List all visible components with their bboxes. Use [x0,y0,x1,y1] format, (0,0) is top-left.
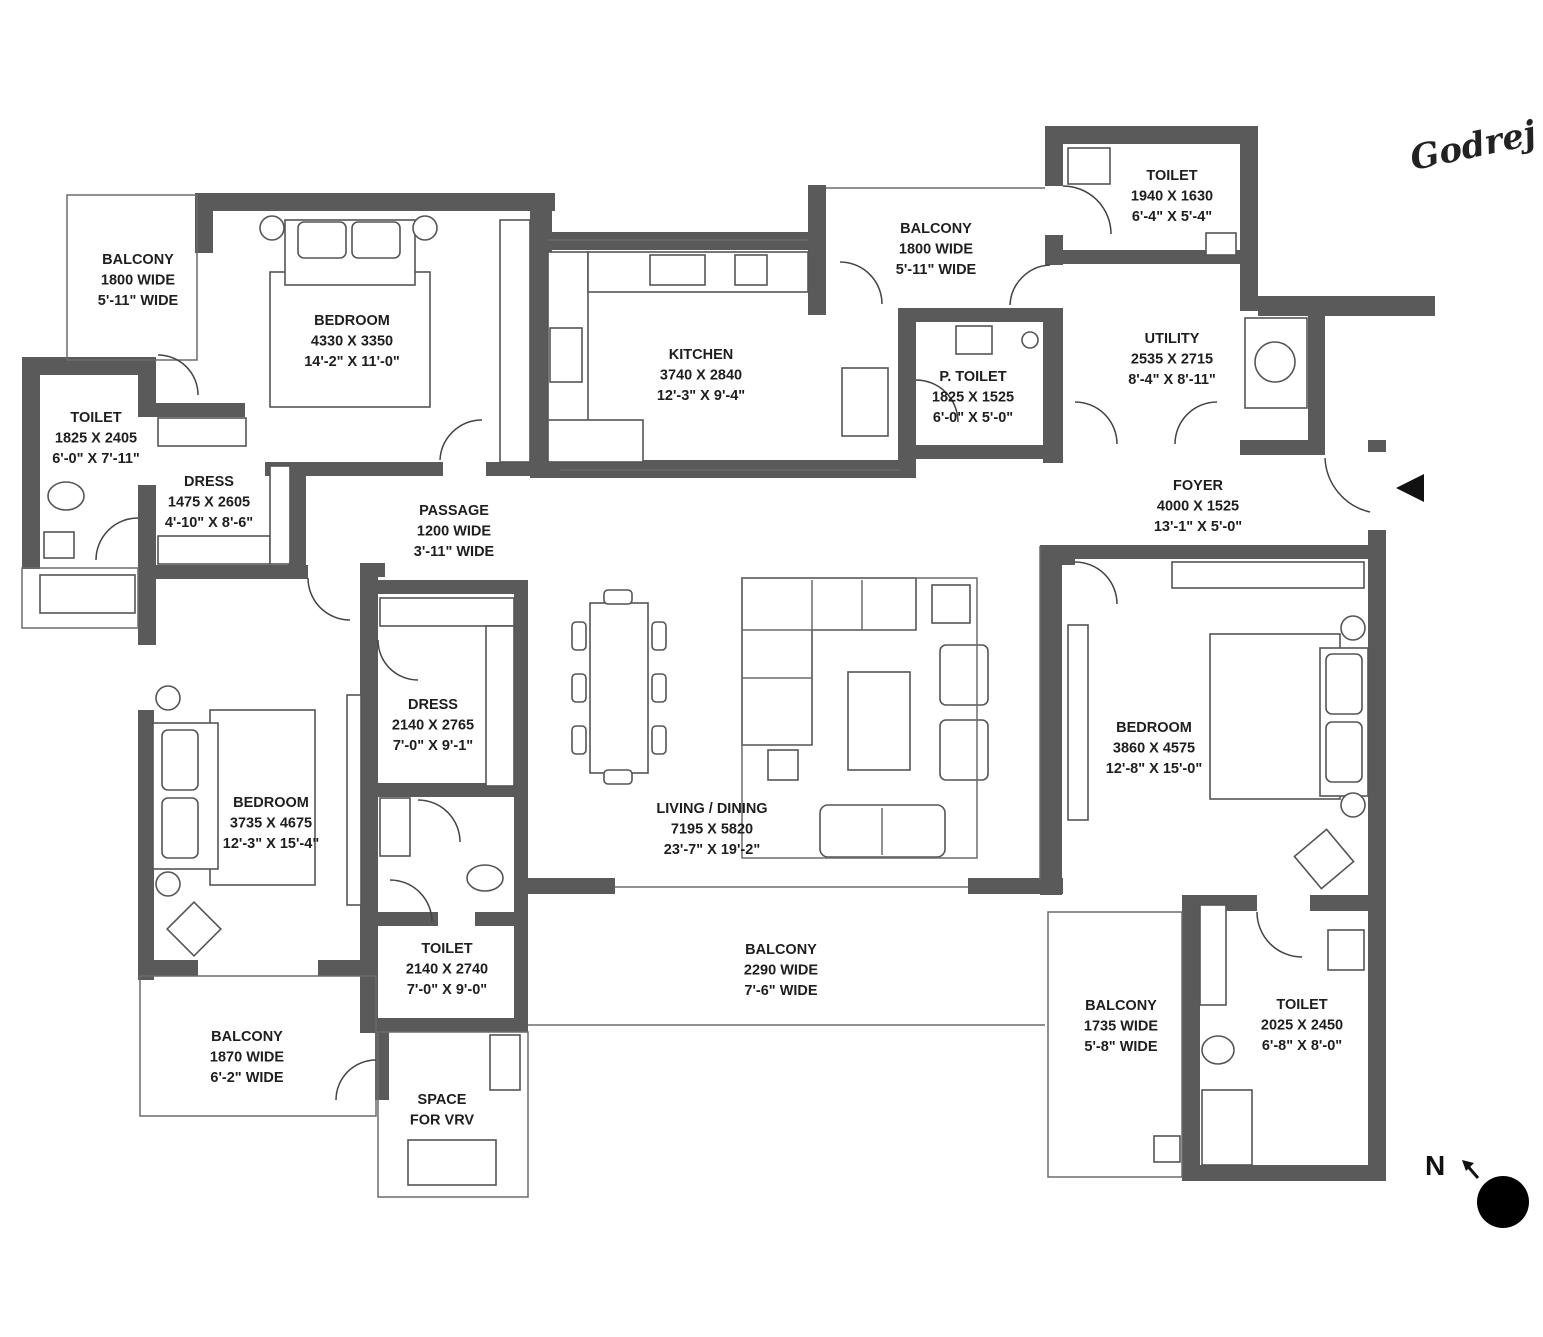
room-label-line: TOILET [421,941,472,957]
room-label-vrv: SPACE FOR VRV [410,1092,475,1129]
room-label-line: DRESS [184,474,234,490]
entrance-arrow-icon [1396,474,1424,502]
room-label-p-toilet: P. TOILET 1825 X 1525 6'-0" X 5'-0" [932,369,1014,426]
room-label-line: BALCONY [211,1029,283,1045]
room-label-line: 7195 X 5820 [671,822,753,838]
room-label-line: TOILET [70,410,121,426]
north-dot-icon [1477,1176,1529,1228]
room-label-line: 1870 WIDE [210,1050,284,1066]
room-label-balcony-se: BALCONY 1735 WIDE 5'-8" WIDE [1084,998,1158,1055]
room-label-line: 3740 X 2840 [660,368,742,384]
room-label-line: 5'-11" WIDE [98,293,179,309]
room-label-balcony-s: BALCONY 2290 WIDE 7'-6" WIDE [744,942,818,999]
room-label-line: FOYER [1173,478,1223,494]
room-label-line: 2140 X 2740 [406,962,488,978]
room-label-line: SPACE [418,1092,467,1108]
room-label-line: 3860 X 4575 [1113,741,1195,757]
room-label-line: BALCONY [745,942,817,958]
north-label: N [1425,1150,1445,1181]
room-label-line: 4'-10" X 8'-6" [165,515,253,531]
room-label-passage: PASSAGE 1200 WIDE 3'-11" WIDE [414,503,495,560]
room-label-line: 7'-0" X 9'-0" [407,982,487,998]
room-label-line: 6'-2" WIDE [210,1070,283,1086]
room-label-line: 1800 WIDE [899,242,973,258]
room-label-line: 3735 X 4675 [230,816,312,832]
room-label-line: 6'-0" X 7'-11" [52,451,140,467]
room-label-line: 7'-6" WIDE [744,983,817,999]
room-label-line: BALCONY [900,221,972,237]
room-label-line: 12'-3" X 9'-4" [657,388,745,404]
room-label-bedroom-sw: BEDROOM 3735 X 4675 12'-3" X 15'-4" [223,795,319,852]
room-label-line: UTILITY [1145,331,1200,347]
north-indicator: N [1425,1150,1529,1228]
room-label-line: PASSAGE [419,503,489,519]
room-label-line: 2535 X 2715 [1131,352,1213,368]
room-label-foyer: FOYER 4000 X 1525 13'-1" X 5'-0" [1154,478,1242,535]
room-label-line: BEDROOM [233,795,309,811]
room-label-utility: UTILITY 2535 X 2715 8'-4" X 8'-11" [1128,331,1216,388]
balcony-railings [21,187,1183,1198]
north-arrow-icon [1462,1160,1474,1171]
room-label-line: 6'-0" X 5'-0" [933,410,1013,426]
room-label-line: 1825 X 1525 [932,390,1014,406]
room-label-line: 1735 WIDE [1084,1019,1158,1035]
room-label-line: 12'-8" X 15'-0" [1106,761,1202,777]
room-label-line: FOR VRV [410,1113,475,1129]
brand-logo: Godrej [1407,113,1541,179]
room-label-line: BALCONY [1085,998,1157,1014]
room-label-line: 1200 WIDE [417,524,491,540]
room-label-line: 6'-8" X 8'-0" [1262,1038,1342,1054]
room-label-line: 3'-11" WIDE [414,544,495,560]
room-label-line: 13'-1" X 5'-0" [1154,519,1242,535]
room-label-line: 5'-8" WIDE [1084,1039,1157,1055]
room-label-balcony-sw: BALCONY 1870 WIDE 6'-2" WIDE [210,1029,284,1086]
room-label-bedroom-nw: BEDROOM 4330 X 3350 14'-2" X 11'-0" [304,313,400,370]
room-label-line: 23'-7" X 19'-2" [664,842,760,858]
room-label-toilet-c: TOILET 2140 X 2740 7'-0" X 9'-0" [406,941,488,998]
room-label-kitchen: KITCHEN 3740 X 2840 12'-3" X 9'-4" [657,347,745,404]
room-label-line: 1940 X 1630 [1131,189,1213,205]
room-label-line: 2290 WIDE [744,963,818,979]
room-label-line: 2025 X 2450 [1261,1018,1343,1034]
room-label-line: 4000 X 1525 [1157,499,1239,515]
room-label-line: 2140 X 2765 [392,718,474,734]
room-label-line: DRESS [408,697,458,713]
doors [95,185,1371,1101]
room-label-line: P. TOILET [939,369,1006,385]
room-label-line: 1825 X 2405 [55,431,137,447]
room-label-line: 1475 X 2605 [168,495,250,511]
room-label-line: 5'-11" WIDE [896,262,977,278]
walls [22,126,1435,1181]
room-label-dress-w: DRESS 1475 X 2605 4'-10" X 8'-6" [165,474,253,531]
room-label-line: TOILET [1276,997,1327,1013]
furniture [39,147,1369,1186]
room-label-dress-c: DRESS 2140 X 2765 7'-0" X 9'-1" [392,697,474,754]
room-label-line: 7'-0" X 9'-1" [393,738,473,754]
room-label-balcony-nw: BALCONY 1800 WIDE 5'-11" WIDE [98,252,179,309]
room-label-line: 8'-4" X 8'-11" [1128,372,1216,388]
room-label-toilet-w: TOILET 1825 X 2405 6'-0" X 7'-11" [52,410,140,467]
room-label-living-dining: LIVING / DINING 7195 X 5820 23'-7" X 19'-2… [656,801,767,858]
room-label-balcony-n: BALCONY 1800 WIDE 5'-11" WIDE [896,221,977,278]
room-label-line: 1800 WIDE [101,273,175,289]
room-label-line: BEDROOM [314,313,390,329]
room-label-line: LIVING / DINING [656,801,767,817]
room-label-line: KITCHEN [669,347,733,363]
room-label-line: BALCONY [102,252,174,268]
room-label-bedroom-e: BEDROOM 3860 X 4575 12'-8" X 15'-0" [1106,720,1202,777]
room-label-line: TOILET [1146,168,1197,184]
room-label-line: 6'-4" X 5'-4" [1132,209,1212,225]
room-label-line: 12'-3" X 15'-4" [223,836,319,852]
room-label-line: 14'-2" X 11'-0" [304,354,400,370]
room-labels: BALCONY 1800 WIDE 5'-11" WIDE BEDROOM 4330 X… [52,168,1343,1129]
room-label-line: 4330 X 3350 [311,334,393,350]
room-label-line: BEDROOM [1116,720,1192,736]
room-label-toilet-ne: TOILET 1940 X 1630 6'-4" X 5'-4" [1131,168,1213,225]
room-label-toilet-se: TOILET 2025 X 2450 6'-8" X 8'-0" [1261,997,1343,1054]
